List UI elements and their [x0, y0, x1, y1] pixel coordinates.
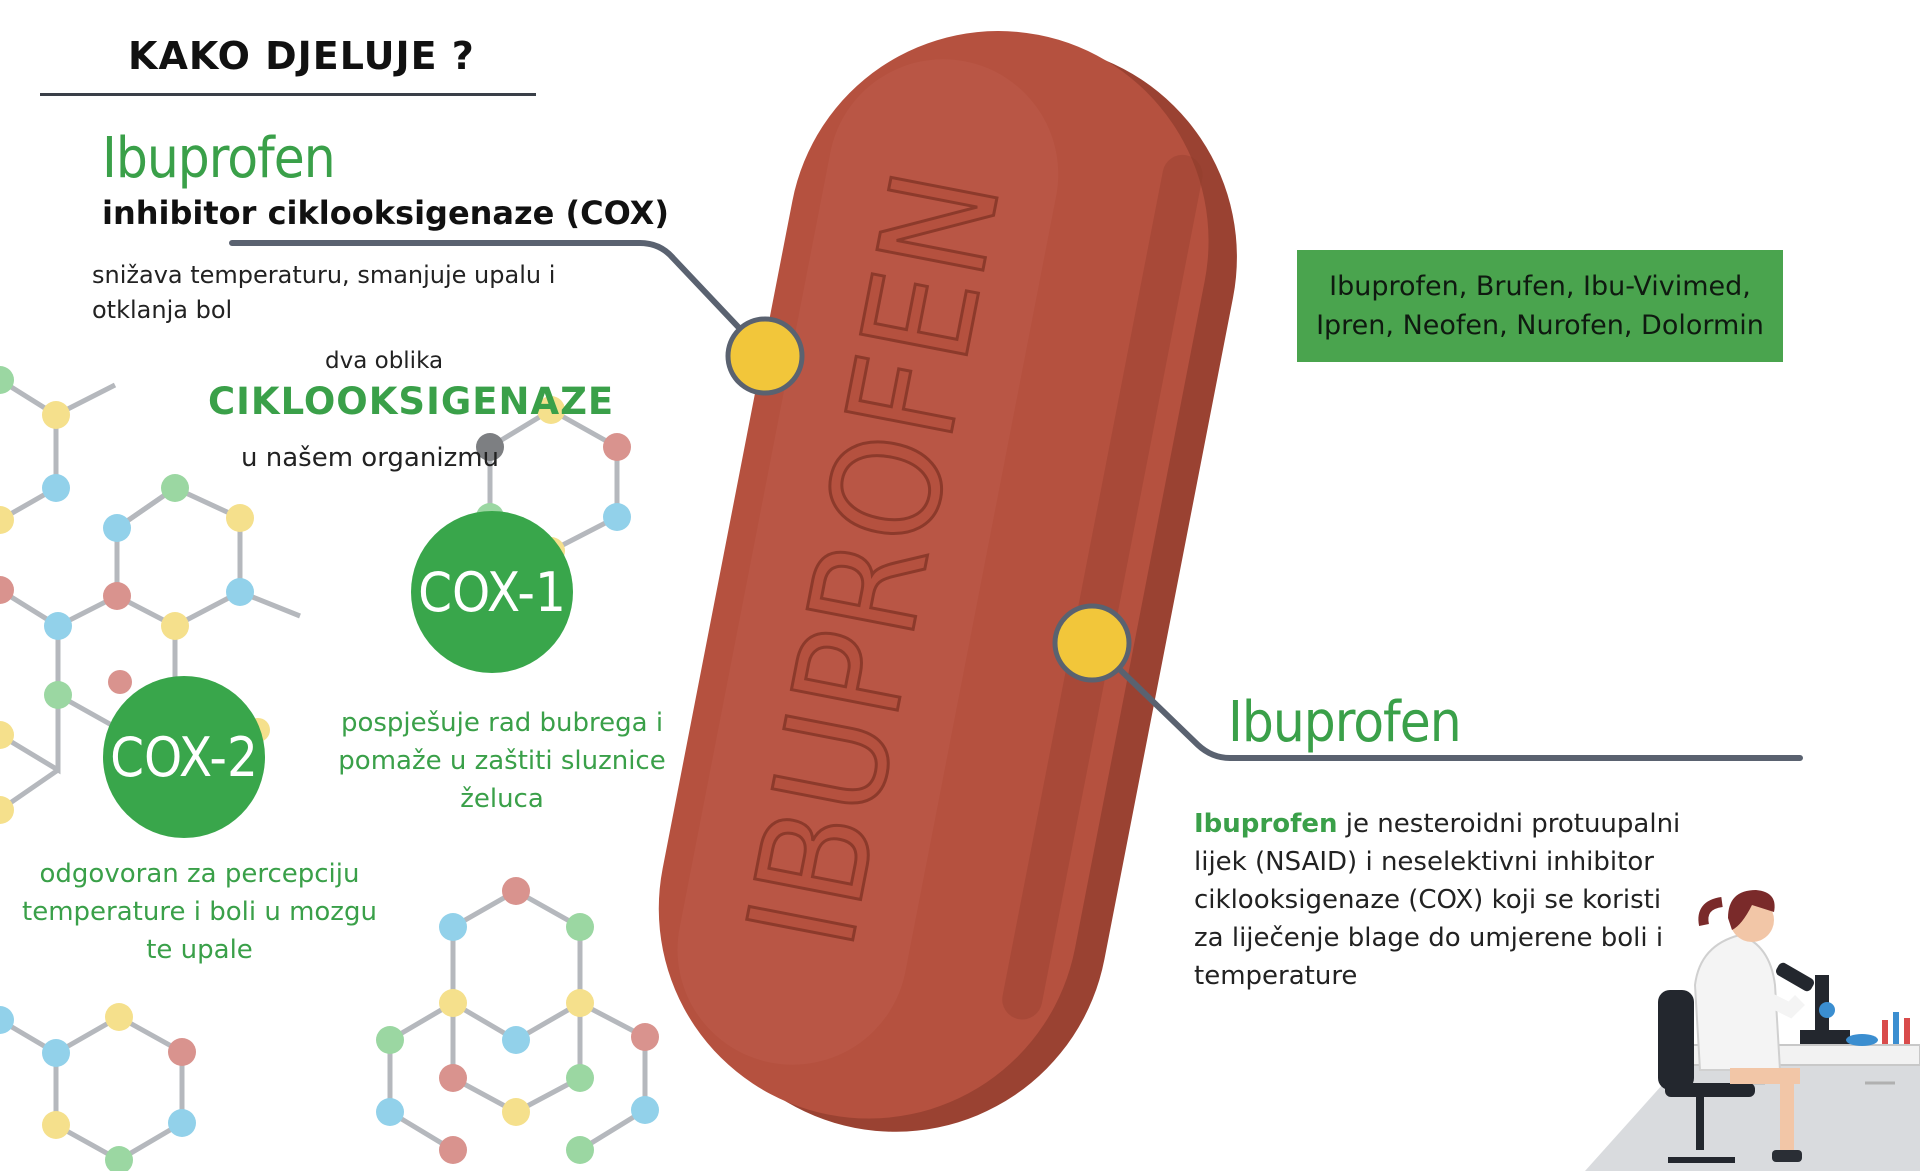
cox2-description: odgovoran za percepciju temperature i bo…	[22, 859, 377, 965]
right-heading: Ibuprofen	[1228, 690, 1462, 755]
right-description-highlight: Ibuprofen	[1194, 809, 1338, 839]
left-heading: Ibuprofen	[102, 126, 336, 191]
cyclooxygenase-label: CIKLOOKSIGENAZE	[208, 380, 615, 423]
left-description: snižava temperaturu, smanjuje upalu i ot…	[92, 261, 556, 324]
left-subheading: inhibitor ciklooksigenaze (COX)	[102, 194, 669, 232]
connector-dot-lower	[1052, 603, 1132, 683]
cox1-description: pospješuje rad bubrega i pomaže u zaštit…	[338, 708, 666, 814]
connector-lines	[229, 240, 1803, 761]
right-description: Ibuprofen je nesteroidni protuupalni lij…	[1194, 805, 1694, 995]
brand-names-line-2: Ipren, Neofen, Nurofen, Dolormin	[1316, 310, 1764, 341]
page-title: KAKO DJELUJE ?	[128, 34, 475, 78]
cox2-badge: COX-2	[103, 676, 265, 838]
cox2-label: COX-2	[110, 725, 258, 789]
scientist-with-microscope-icon	[1585, 890, 1920, 1171]
two-forms-label: dva oblika	[325, 348, 444, 374]
connector-dot-upper	[725, 316, 805, 396]
pill-icon	[658, 31, 1237, 1132]
right-description-text: je nesteroidni protuupalni lijek (NSAID)…	[1194, 809, 1681, 991]
in-body-label: u našem organizmu	[241, 443, 500, 473]
cox1-badge: COX-1	[411, 511, 573, 673]
brand-names-box: Ibuprofen, Brufen, Ibu-Vivimed, Ipren, N…	[1297, 250, 1783, 362]
title-divider	[40, 93, 536, 96]
cox1-label: COX-1	[418, 560, 566, 624]
brand-names-line-1: Ibuprofen, Brufen, Ibu-Vivimed,	[1329, 271, 1751, 302]
